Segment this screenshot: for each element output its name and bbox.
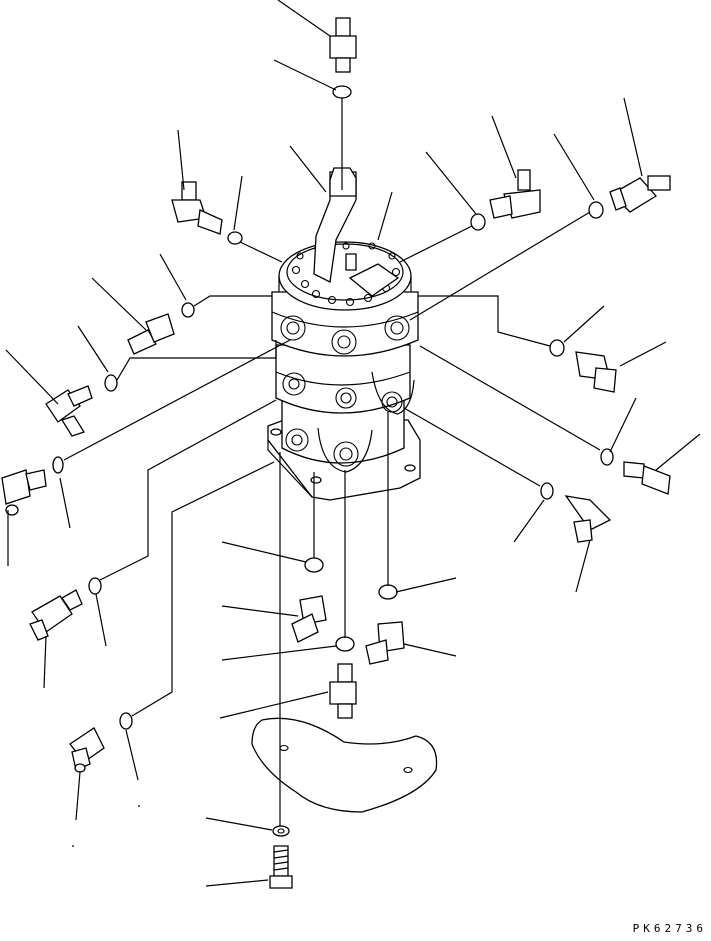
fitting-elbow-left-bottom	[69, 727, 105, 773]
fitting-elbow-left	[45, 385, 93, 437]
fitting-elbow-left-mid	[29, 589, 83, 641]
mounting-bolt	[269, 845, 293, 889]
leader-lines	[5, 0, 701, 887]
washer	[272, 825, 290, 837]
o-rings	[52, 85, 614, 730]
assembly-lines	[63, 98, 601, 826]
fitting-elbow-far-left	[1, 469, 47, 516]
drawing-code: PK62736	[632, 922, 707, 935]
fitting-elbow-center-left	[291, 595, 327, 643]
fitting-straight-left	[127, 313, 175, 355]
fitting-elbow-right-lower	[564, 495, 612, 543]
bracket-plate	[251, 717, 438, 813]
fitting-elbow-right	[575, 351, 617, 393]
fitting-elbow-center-right	[365, 621, 405, 665]
fitting-straight-top	[329, 17, 357, 73]
fitting-elbow-right-top	[489, 169, 541, 219]
fitting-straight-right	[623, 461, 671, 495]
fitting-straight-center	[329, 663, 357, 719]
fitting-elbow-left-top	[171, 181, 223, 235]
fitting-elbow-right-far-top	[609, 175, 671, 213]
lock-plate	[313, 167, 357, 283]
swivel-joint-body	[267, 241, 421, 501]
